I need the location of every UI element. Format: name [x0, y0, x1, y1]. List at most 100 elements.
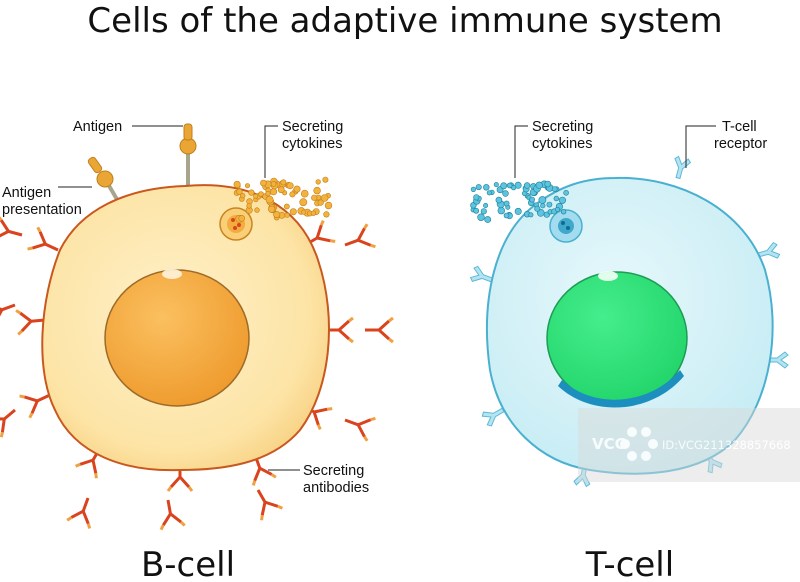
cytokine-dot: [483, 184, 490, 191]
cytokine-dot: [317, 199, 324, 206]
cytokine-dot: [538, 196, 547, 204]
cytokine-dot: [540, 203, 546, 209]
cytokine-dot: [514, 181, 522, 189]
cytokine-dot: [554, 207, 560, 213]
cytokine-dot: [269, 188, 278, 196]
t-cell-vesicle: [549, 209, 583, 243]
cytokine-dot: [503, 212, 510, 219]
cytokine-dot: [280, 179, 287, 186]
cytokine-dot: [273, 211, 281, 219]
cytokine-dot: [551, 186, 558, 192]
label-t-cell-receptor: T-cell receptor: [714, 119, 767, 152]
cytokine-dot: [553, 195, 559, 202]
cytokine-dot: [528, 212, 534, 218]
label-secreting-antibodies-line2: antibodies: [303, 480, 369, 496]
cytokine-dot: [286, 182, 294, 190]
cytokine-dot: [265, 195, 274, 204]
cytokine-dot: [480, 208, 487, 215]
cytokine-dot: [534, 205, 541, 212]
cytokine-dot: [475, 184, 482, 191]
cytokine-dot: [322, 176, 329, 183]
cytokine-dot: [502, 190, 509, 197]
label-antigen-presentation-line2: presentation: [2, 202, 82, 218]
cytokine-dot: [558, 196, 567, 204]
cytokine-dot: [265, 191, 271, 197]
t-cell: [469, 155, 789, 488]
t-cell-labels: Secreting cytokines T-cell receptor: [514, 119, 767, 178]
cytokine-dot: [497, 206, 505, 215]
diagram-title: Cells of the adaptive immune system: [87, 1, 722, 41]
label-t-secreting-cytokines: Secreting cytokines: [532, 119, 597, 152]
cytokine-dot: [283, 203, 290, 210]
cytokine-dot: [238, 215, 245, 222]
cytokine-dot: [495, 196, 503, 204]
cytokine-dot: [477, 213, 485, 221]
label-antigen-presentation-line1: Antigen: [2, 185, 51, 201]
cytokine-dot: [253, 193, 259, 199]
cytokine-dot: [270, 181, 277, 187]
cytokine-dot: [284, 212, 290, 218]
label-b-secreting-cytokines: Secreting cytokines: [282, 119, 347, 152]
watermark-logo: VCG: [592, 427, 658, 461]
label-b-secreting-cytokines-line1: Secreting: [282, 119, 343, 135]
cytokine-dot: [523, 182, 531, 189]
cytokine-dot: [500, 182, 508, 190]
cytokine-dot: [313, 186, 321, 195]
cytokine-dot: [560, 209, 567, 215]
label-b-secreting-cytokines-line2: cytokines: [282, 136, 342, 152]
label-t-cell-receptor-line1: T-cell: [722, 119, 757, 135]
t-cell-cytokines: [470, 180, 569, 223]
cytokine-dot: [473, 194, 480, 201]
cytokine-dot: [260, 179, 267, 187]
watermark-id: ID:VCG211328857668: [662, 438, 791, 452]
antigen-2-presented: [87, 156, 124, 210]
label-antigen-presentation: Antigen presentation: [2, 185, 82, 218]
cytokine-dot: [258, 191, 264, 197]
cytokine-dot: [315, 179, 321, 185]
b-cell-cytokines: [233, 176, 333, 223]
cytokine-dot: [289, 208, 297, 216]
cytokine-dot: [323, 211, 330, 218]
watermark-logo-text: VCG: [592, 435, 627, 453]
label-t-secreting-cytokines-line2: cytokines: [532, 136, 592, 152]
cytokine-dot: [493, 182, 499, 188]
cytokine-dot: [245, 183, 251, 189]
label-secreting-antibodies-line1: Secreting: [303, 463, 364, 479]
t-cell-nucleus: [546, 271, 688, 408]
cytokine-dot: [470, 186, 477, 192]
cytokine-dot: [254, 207, 260, 213]
cytokine-dot: [506, 182, 513, 189]
cytokine-dot: [268, 205, 276, 213]
label-t-cell-receptor-line2: receptor: [714, 136, 767, 152]
cytokine-dot: [277, 186, 285, 194]
label-t-secreting-cytokines-line1: Secreting: [532, 119, 593, 135]
cytokine-dot: [236, 188, 243, 195]
cytokine-dot: [473, 207, 480, 214]
cytokine-dot: [546, 201, 553, 208]
cytokine-dot: [535, 181, 543, 189]
cytokine-dot: [289, 191, 296, 198]
label-secreting-antibodies: Secreting antibodies: [303, 463, 369, 496]
cytokine-dot: [300, 189, 309, 198]
cytokine-dot: [503, 200, 510, 207]
cytokine-dot: [514, 207, 522, 215]
cytokine-dot: [563, 190, 569, 196]
antigen-1: [179, 123, 197, 185]
cytokine-dot: [484, 216, 492, 223]
cytokine-dot: [311, 194, 318, 201]
cytokine-dot: [320, 194, 329, 202]
cytokine-dot: [246, 203, 252, 209]
cytokine-dot: [301, 209, 307, 215]
cytokine-dot: [299, 198, 308, 207]
cytokine-dot: [310, 210, 317, 216]
b-cell-labels: Antigen Antigen presentation Secreting c…: [2, 119, 369, 496]
cytokine-dot: [233, 180, 241, 188]
cytokine-dot: [324, 201, 333, 210]
cytokine-dot: [486, 190, 492, 196]
cytokine-dot: [240, 192, 246, 199]
b-cell-name: B-cell: [141, 545, 235, 582]
cytokine-dot: [248, 189, 255, 196]
watermark: VCG ID:VCG211328857668: [578, 408, 800, 482]
cytokine-dot: [483, 203, 489, 209]
